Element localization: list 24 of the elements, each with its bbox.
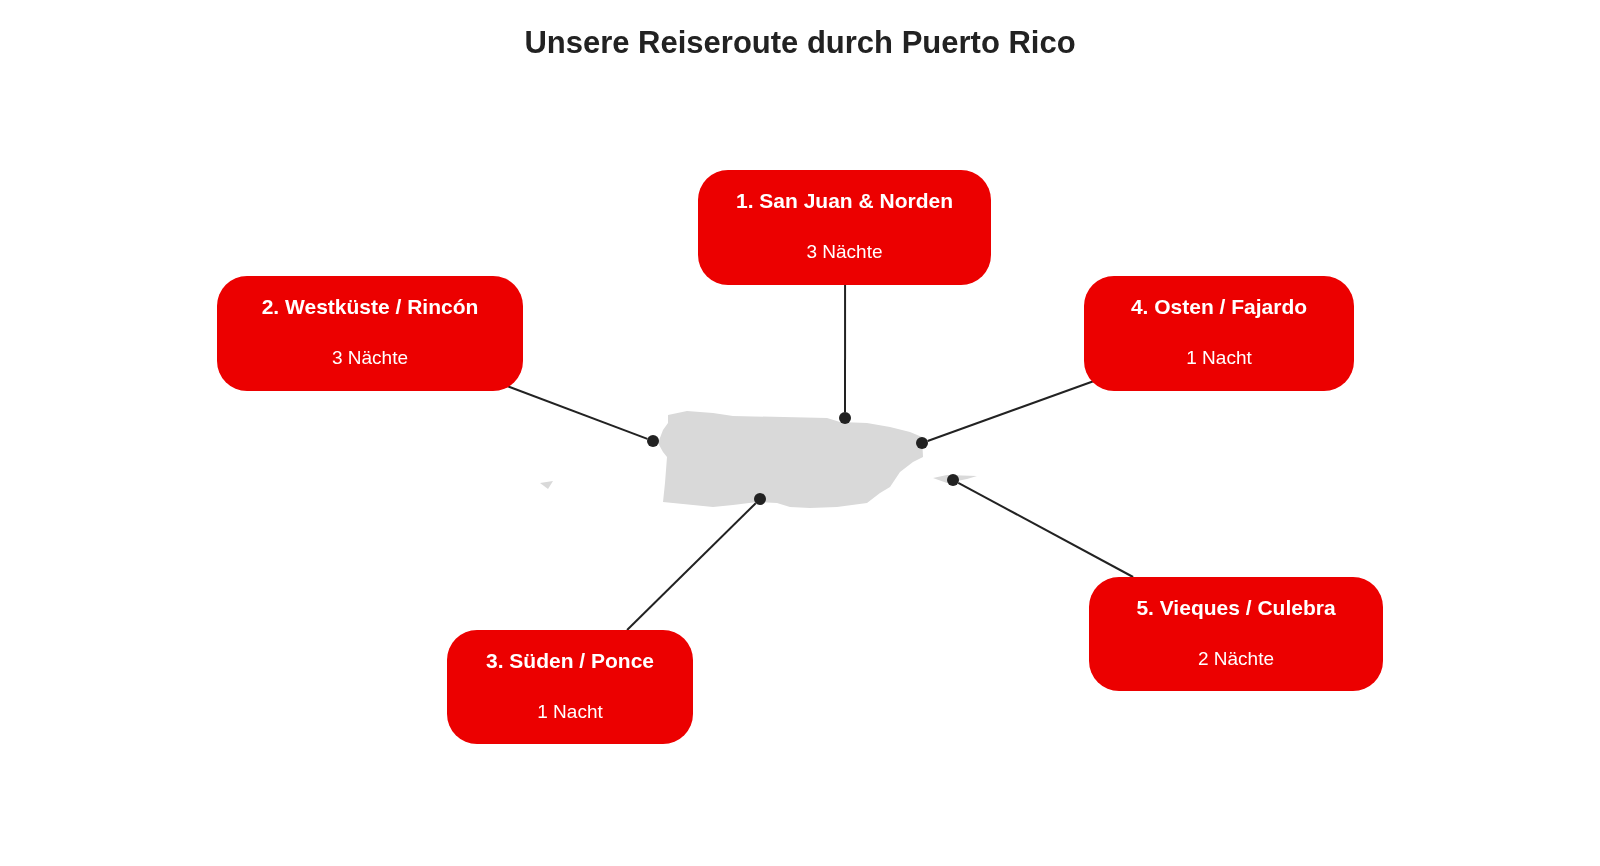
location-dot xyxy=(647,435,659,447)
stop-name: 4. Osten / Fajardo xyxy=(1130,294,1308,320)
destination-box xyxy=(217,276,523,391)
destination-box xyxy=(1084,276,1354,391)
destination-box xyxy=(447,630,693,744)
nights-label: 1 Nacht xyxy=(1186,346,1252,370)
leader-line xyxy=(506,385,649,440)
stop-name: 5. Vieques / Culebra xyxy=(1136,595,1336,621)
nights-label: 3 Nächte xyxy=(331,346,408,370)
leader-line xyxy=(844,284,847,413)
stop-name: 1. San Juan & Norden xyxy=(735,188,953,214)
location-dot xyxy=(839,412,851,424)
leader-line xyxy=(926,380,1095,442)
location-dot xyxy=(947,474,959,486)
leader-line xyxy=(957,481,1135,578)
destination-box xyxy=(1089,577,1383,691)
stop-name: 2. Westküste / Rincón xyxy=(261,294,479,320)
nights-label: 2 Nächte xyxy=(1197,647,1274,671)
leader-line xyxy=(626,502,757,631)
diagram-title: Unsere Reiseroute durch Puerto Rico xyxy=(524,24,1076,62)
nights-label: 3 Nächte xyxy=(806,240,883,264)
nights-label: 1 Nacht xyxy=(537,700,603,724)
stop-name: 3. Süden / Ponce xyxy=(485,648,654,674)
destination-box xyxy=(698,170,991,285)
